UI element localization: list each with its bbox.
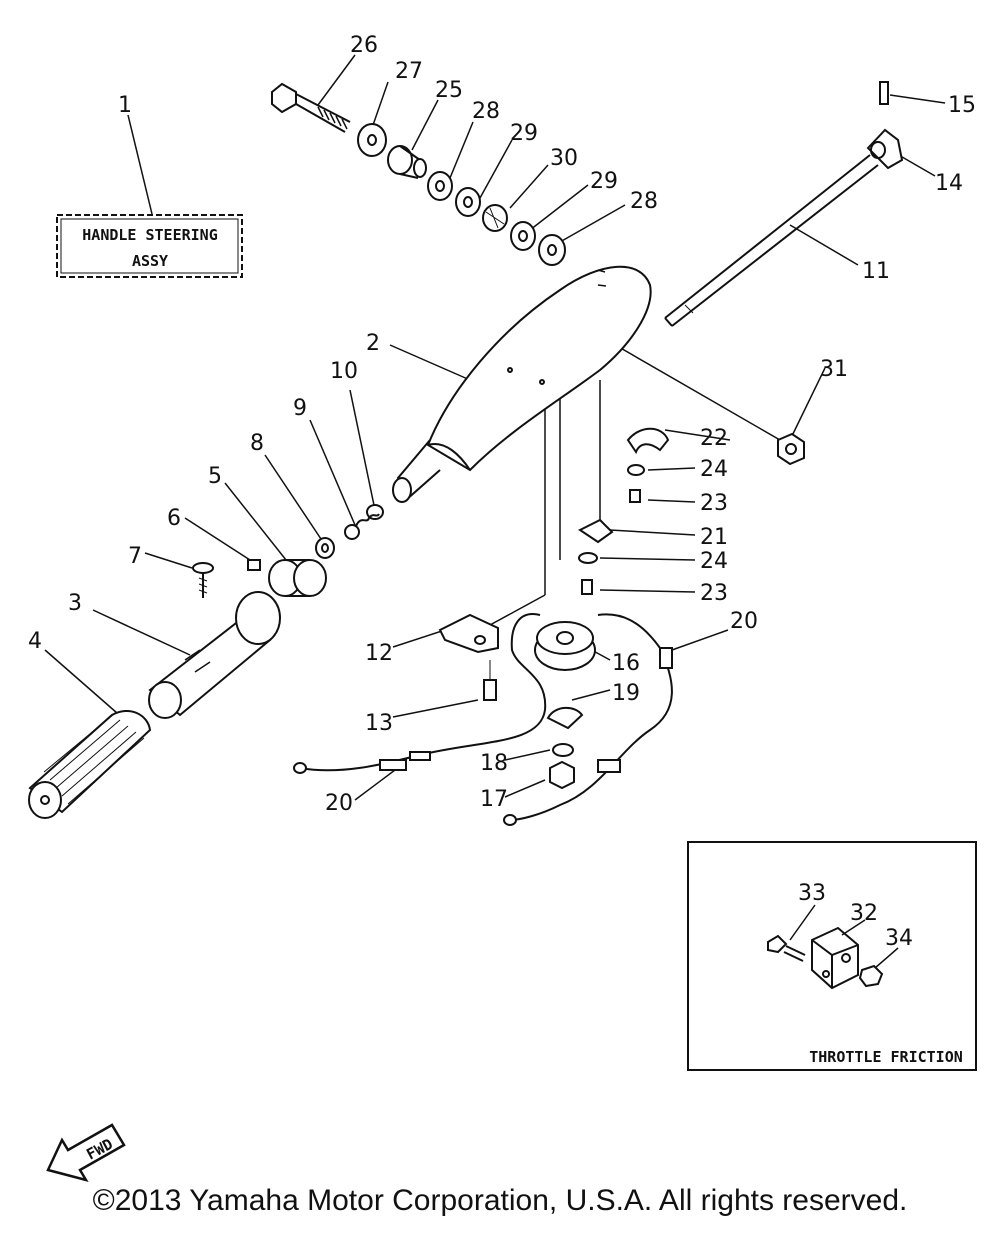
washer-24-middle	[578, 552, 598, 564]
drum-16	[534, 621, 596, 671]
callout-33: 33	[798, 881, 826, 906]
nut-31	[777, 432, 805, 466]
steering-handle-2	[392, 265, 652, 503]
callout-20-right: 20	[730, 609, 758, 634]
screw-6	[247, 559, 261, 571]
callout-15: 15	[948, 93, 976, 118]
washer-28-top	[427, 171, 453, 201]
callout-17: 17	[480, 787, 508, 812]
bracket-12	[438, 613, 499, 654]
plate-21	[578, 518, 614, 544]
callout-26: 26	[350, 33, 378, 58]
leader-lines	[44, 54, 946, 801]
pin-15	[879, 81, 889, 105]
collar-25	[387, 145, 427, 179]
callout-numbers: 1 2 3 4 5 6 7 8 9 10 11 12 13 14 15 16 1…	[28, 33, 976, 951]
callout-1: 1	[118, 93, 132, 118]
plate-19	[546, 706, 584, 730]
shaft-11	[664, 154, 879, 327]
grip-base-3	[148, 591, 281, 719]
spring-9	[344, 513, 380, 540]
cable-20-right	[503, 613, 673, 826]
screw-23-middle	[581, 579, 593, 595]
copyright-notice: ©2013 Yamaha Motor Corporation, U.S.A. A…	[92, 1184, 908, 1217]
throttle-friction-box	[687, 841, 977, 1071]
callout-30: 30	[550, 146, 578, 171]
bolt-26	[271, 82, 351, 133]
callout-22: 22	[700, 426, 728, 451]
callout-28-top: 28	[472, 99, 500, 124]
callout-19: 19	[612, 681, 640, 706]
washer-29-bottom	[510, 221, 536, 251]
callout-34: 34	[885, 926, 913, 951]
callout-9: 9	[293, 396, 307, 421]
callout-18: 18	[480, 751, 508, 776]
callout-27: 27	[395, 59, 423, 84]
screw-7	[192, 562, 214, 598]
grip-4	[28, 710, 152, 819]
callout-5: 5	[208, 464, 222, 489]
callout-4: 4	[28, 629, 42, 654]
callout-32: 32	[850, 901, 878, 926]
washer-24-top	[627, 464, 645, 476]
callout-14: 14	[935, 171, 963, 196]
callout-20-left: 20	[325, 791, 353, 816]
callout-21: 21	[700, 525, 728, 550]
callout-16: 16	[612, 651, 640, 676]
plate-22	[626, 427, 670, 455]
throttle-friction-label: THROTTLE FRICTION	[809, 1048, 963, 1066]
fwd-arrow-icon	[46, 1123, 126, 1182]
washer-29-top	[455, 187, 481, 217]
handle-steering-assy-box	[56, 214, 243, 278]
washer-27	[357, 123, 387, 157]
callout-12: 12	[365, 641, 393, 666]
washer-18	[552, 743, 574, 757]
collar-5	[268, 559, 327, 597]
nut-34	[858, 964, 884, 988]
washer-28-bottom	[538, 234, 566, 266]
screw-23-top	[629, 489, 641, 503]
callout-29-bottom: 29	[590, 169, 618, 194]
block-32	[811, 926, 859, 990]
callout-8: 8	[250, 431, 264, 456]
callout-6: 6	[167, 506, 181, 531]
callout-3: 3	[68, 591, 82, 616]
callout-2: 2	[366, 331, 380, 356]
spring-washer-30	[482, 204, 508, 232]
callout-11: 11	[862, 259, 890, 284]
callout-24-bottom: 24	[700, 549, 728, 574]
callout-23-top: 23	[700, 491, 728, 516]
leader-lines-inset	[789, 904, 899, 969]
nut-17	[549, 760, 575, 790]
washer-8	[315, 537, 335, 559]
knob-14	[866, 128, 904, 170]
callout-7: 7	[128, 544, 142, 569]
screw-33	[767, 934, 806, 962]
callout-25: 25	[435, 78, 463, 103]
callout-28-bottom: 28	[630, 189, 658, 214]
callout-10: 10	[330, 359, 358, 384]
callout-24-top: 24	[700, 457, 728, 482]
callout-13: 13	[365, 711, 393, 736]
handle-steering-label-line1: HANDLE STEERING	[82, 226, 217, 244]
cable-20-left	[293, 613, 547, 774]
bolt-13	[483, 660, 497, 701]
callout-31: 31	[820, 357, 848, 382]
callout-29-top: 29	[510, 121, 538, 146]
callout-23-bottom: 23	[700, 581, 728, 606]
handle-steering-label-line2: ASSY	[132, 252, 168, 270]
